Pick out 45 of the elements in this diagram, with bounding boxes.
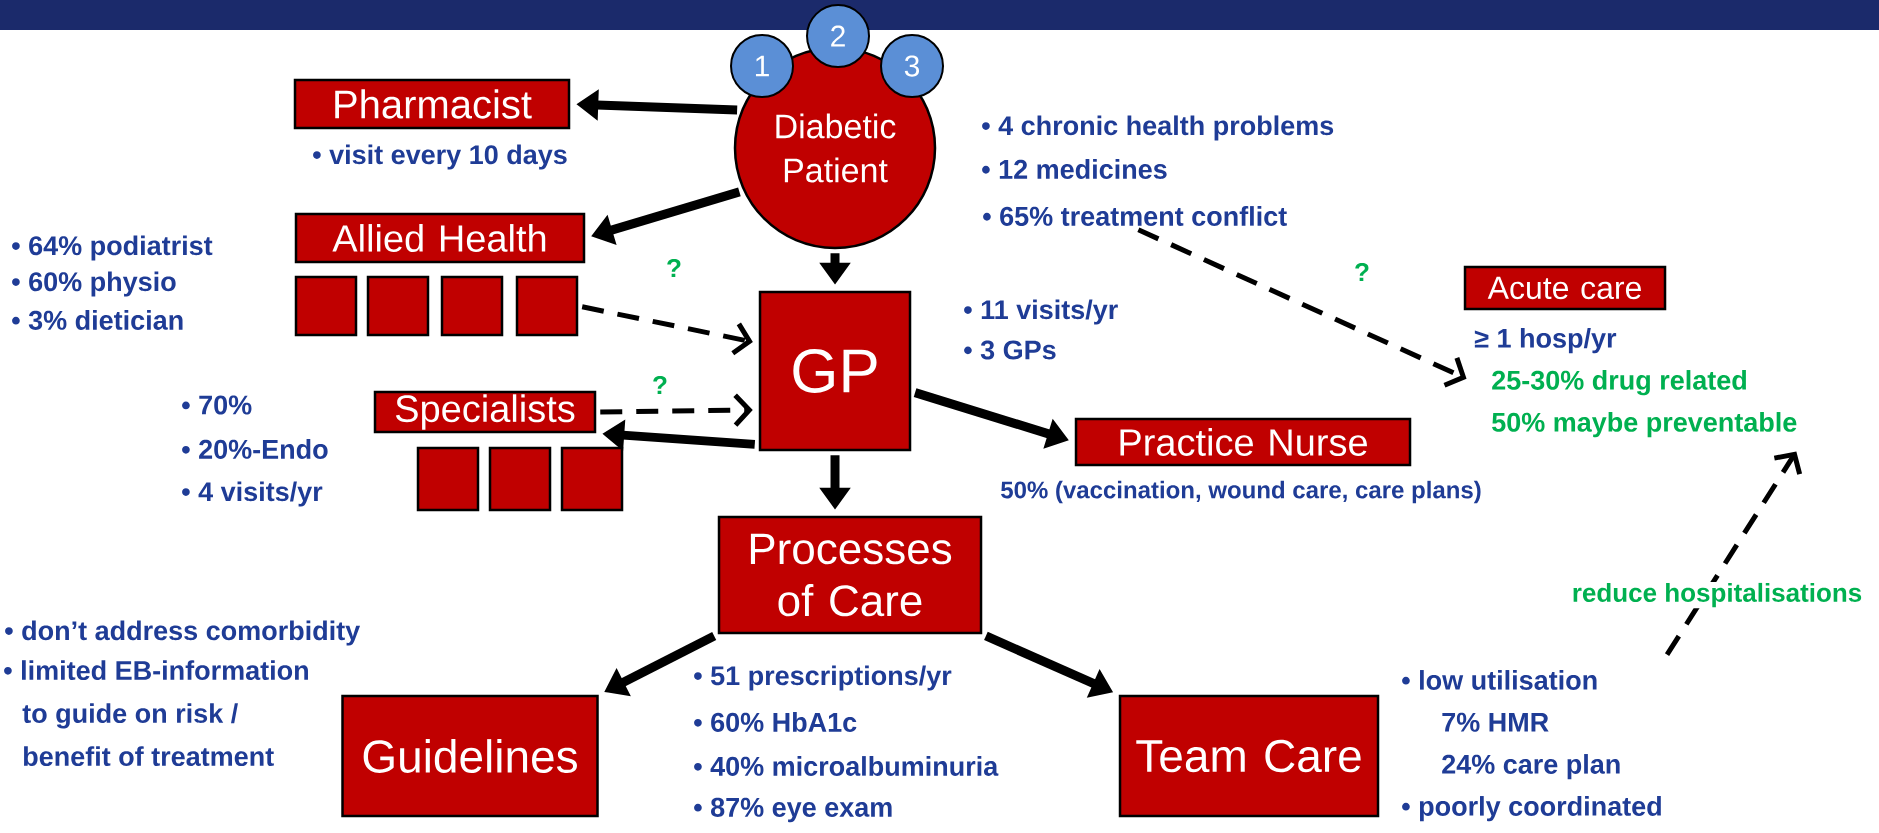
bullet-text: • 70% [182, 395, 252, 415]
label-box: Team Care [1118, 694, 1380, 818]
filled-square [416, 446, 480, 512]
bullet-text: • 4 visits/yr [182, 481, 323, 507]
filled-square [294, 275, 358, 337]
bullet-text: • 65% treatment conflict [983, 206, 1287, 226]
edge-label: ? [651, 374, 669, 396]
bullet-text: • visit every 10 days [313, 144, 567, 170]
dashed-arrow [600, 393, 753, 427]
label-box: Pharmacist [293, 78, 571, 130]
filled-square [515, 275, 579, 337]
dashed-arrow [1664, 451, 1803, 656]
filled-square [488, 446, 552, 512]
label-box: Processes of Care [717, 515, 983, 635]
bullet-text: • 87% eye exam [694, 797, 892, 823]
bullet-text: • 4 chronic health problems [982, 115, 1334, 141]
bullet-text: • 20%-Endo [182, 439, 328, 459]
filled-square [366, 275, 430, 337]
bullet-text: 50% (vaccination, wound care, care plans) [1001, 480, 1481, 504]
label-box: GP [758, 290, 912, 452]
bullet-text: • 11 visits/yr [964, 299, 1118, 325]
dashed-arrow [581, 304, 753, 356]
bullet-list: • low utilisation 7% HMR 24% care plan • poorly coordinated [1402, 670, 1661, 822]
bullet-text: • 12 medicines [982, 159, 1167, 179]
label-box: Practice Nurse [1074, 417, 1412, 467]
bullet-text: • 3% dietician [12, 310, 183, 330]
label-box: Specialists [373, 390, 597, 434]
bullet-text: • 3 GPs [964, 340, 1056, 360]
bullet-text: • don’t address comorbidity [5, 620, 361, 646]
bullet-text: • 64% podiatrist [12, 235, 213, 261]
filled-square [440, 275, 504, 337]
bullet-text: • limited EB-information to guide on risk / benefit of treatment [4, 660, 308, 767]
filled-square [560, 446, 624, 512]
label-box: Acute care [1463, 265, 1667, 311]
label-box: Allied Health [294, 212, 586, 264]
bullet-text: • 60% HbA1c [694, 712, 857, 732]
edge-label: ? [1353, 261, 1371, 283]
edge-label: reduce hospitalisations [1570, 581, 1864, 609]
bullet-text: • 40% microalbuminuria [694, 756, 999, 776]
edge-label: ? [665, 257, 683, 279]
bullet-text: • 51 prescriptions/yr [694, 665, 952, 691]
bullet-list: ≥ 1 hosp/yr 25-30% drug related 50% maybe preventable [1474, 328, 1797, 438]
bullet-text: • 60% physio [12, 271, 176, 297]
dashed-arrow [1137, 227, 1467, 388]
label-box: Guidelines [341, 694, 599, 818]
